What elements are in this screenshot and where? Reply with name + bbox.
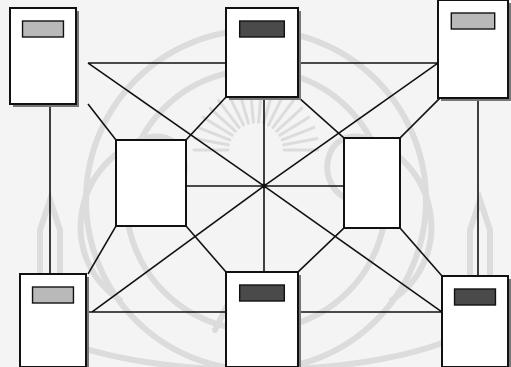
device-box-bottom-center — [226, 272, 301, 367]
device-box-top-left — [10, 8, 79, 107]
device-label-plate — [455, 289, 496, 305]
device-box-bottom-right — [442, 276, 511, 367]
line-right-box-to-center-bottom — [298, 228, 344, 272]
device-label-plate — [23, 21, 64, 37]
hub-center — [262, 184, 267, 189]
device-label-plate — [240, 285, 285, 301]
watermark-ray — [284, 139, 317, 145]
device-label-plate — [240, 21, 285, 37]
device-label-plate — [451, 13, 494, 29]
device-box-top-center — [226, 8, 301, 100]
left-bracket-box — [116, 140, 186, 226]
line-left-box-to-center-bottom — [186, 226, 226, 272]
right-bracket-box — [344, 138, 400, 228]
side-boxes — [116, 138, 400, 228]
device-box-bottom-left — [20, 274, 89, 367]
device-box-top-right — [438, 0, 511, 101]
device-label-plate — [33, 287, 74, 303]
